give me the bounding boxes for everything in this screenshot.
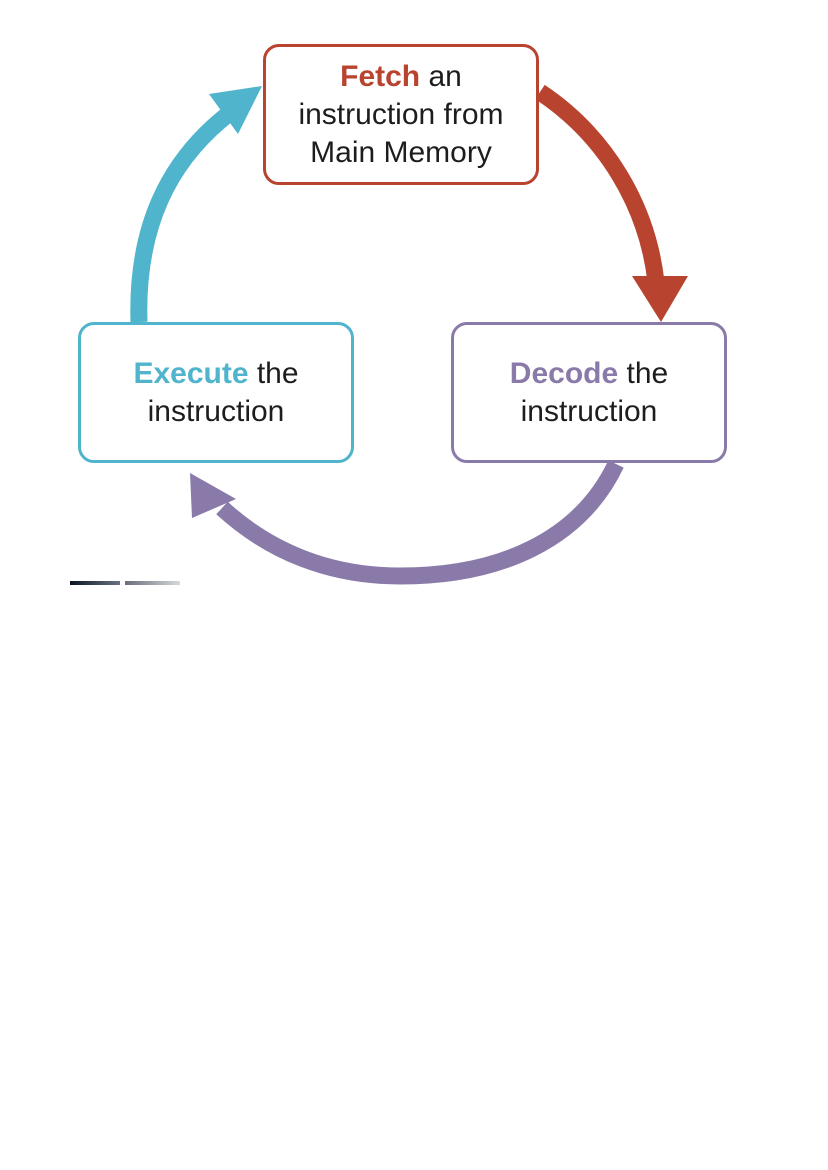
decode-step-box: Decode the instruction [451,322,727,463]
execute-line1-rest: the [248,356,299,390]
fetch-to-decode-arrow [535,84,688,322]
decode-keyword: Decode [509,356,619,390]
execute-to-fetch-arrow [130,86,262,323]
fetch-step-text: Fetch an instruction from Main Memory [298,58,503,172]
decorative-dash-left [70,581,120,585]
fetch-step-box: Fetch an instruction from Main Memory [263,44,539,185]
fetch-line2: instruction from [298,97,504,131]
fetch-keyword: Fetch [340,59,421,93]
execute-step-text: Execute the instruction [133,355,298,431]
decode-to-execute-arrow [190,460,624,585]
decode-line2: instruction [520,394,658,428]
decode-line1-rest: the [618,356,669,390]
execute-line2: instruction [147,394,285,428]
decorative-dash-right [125,581,180,585]
decode-step-text: Decode the instruction [510,355,668,431]
fetch-line1-rest: an [420,59,462,93]
fetch-line3: Main Memory [310,135,492,169]
execute-keyword: Execute [133,356,249,390]
execute-step-box: Execute the instruction [78,322,354,463]
